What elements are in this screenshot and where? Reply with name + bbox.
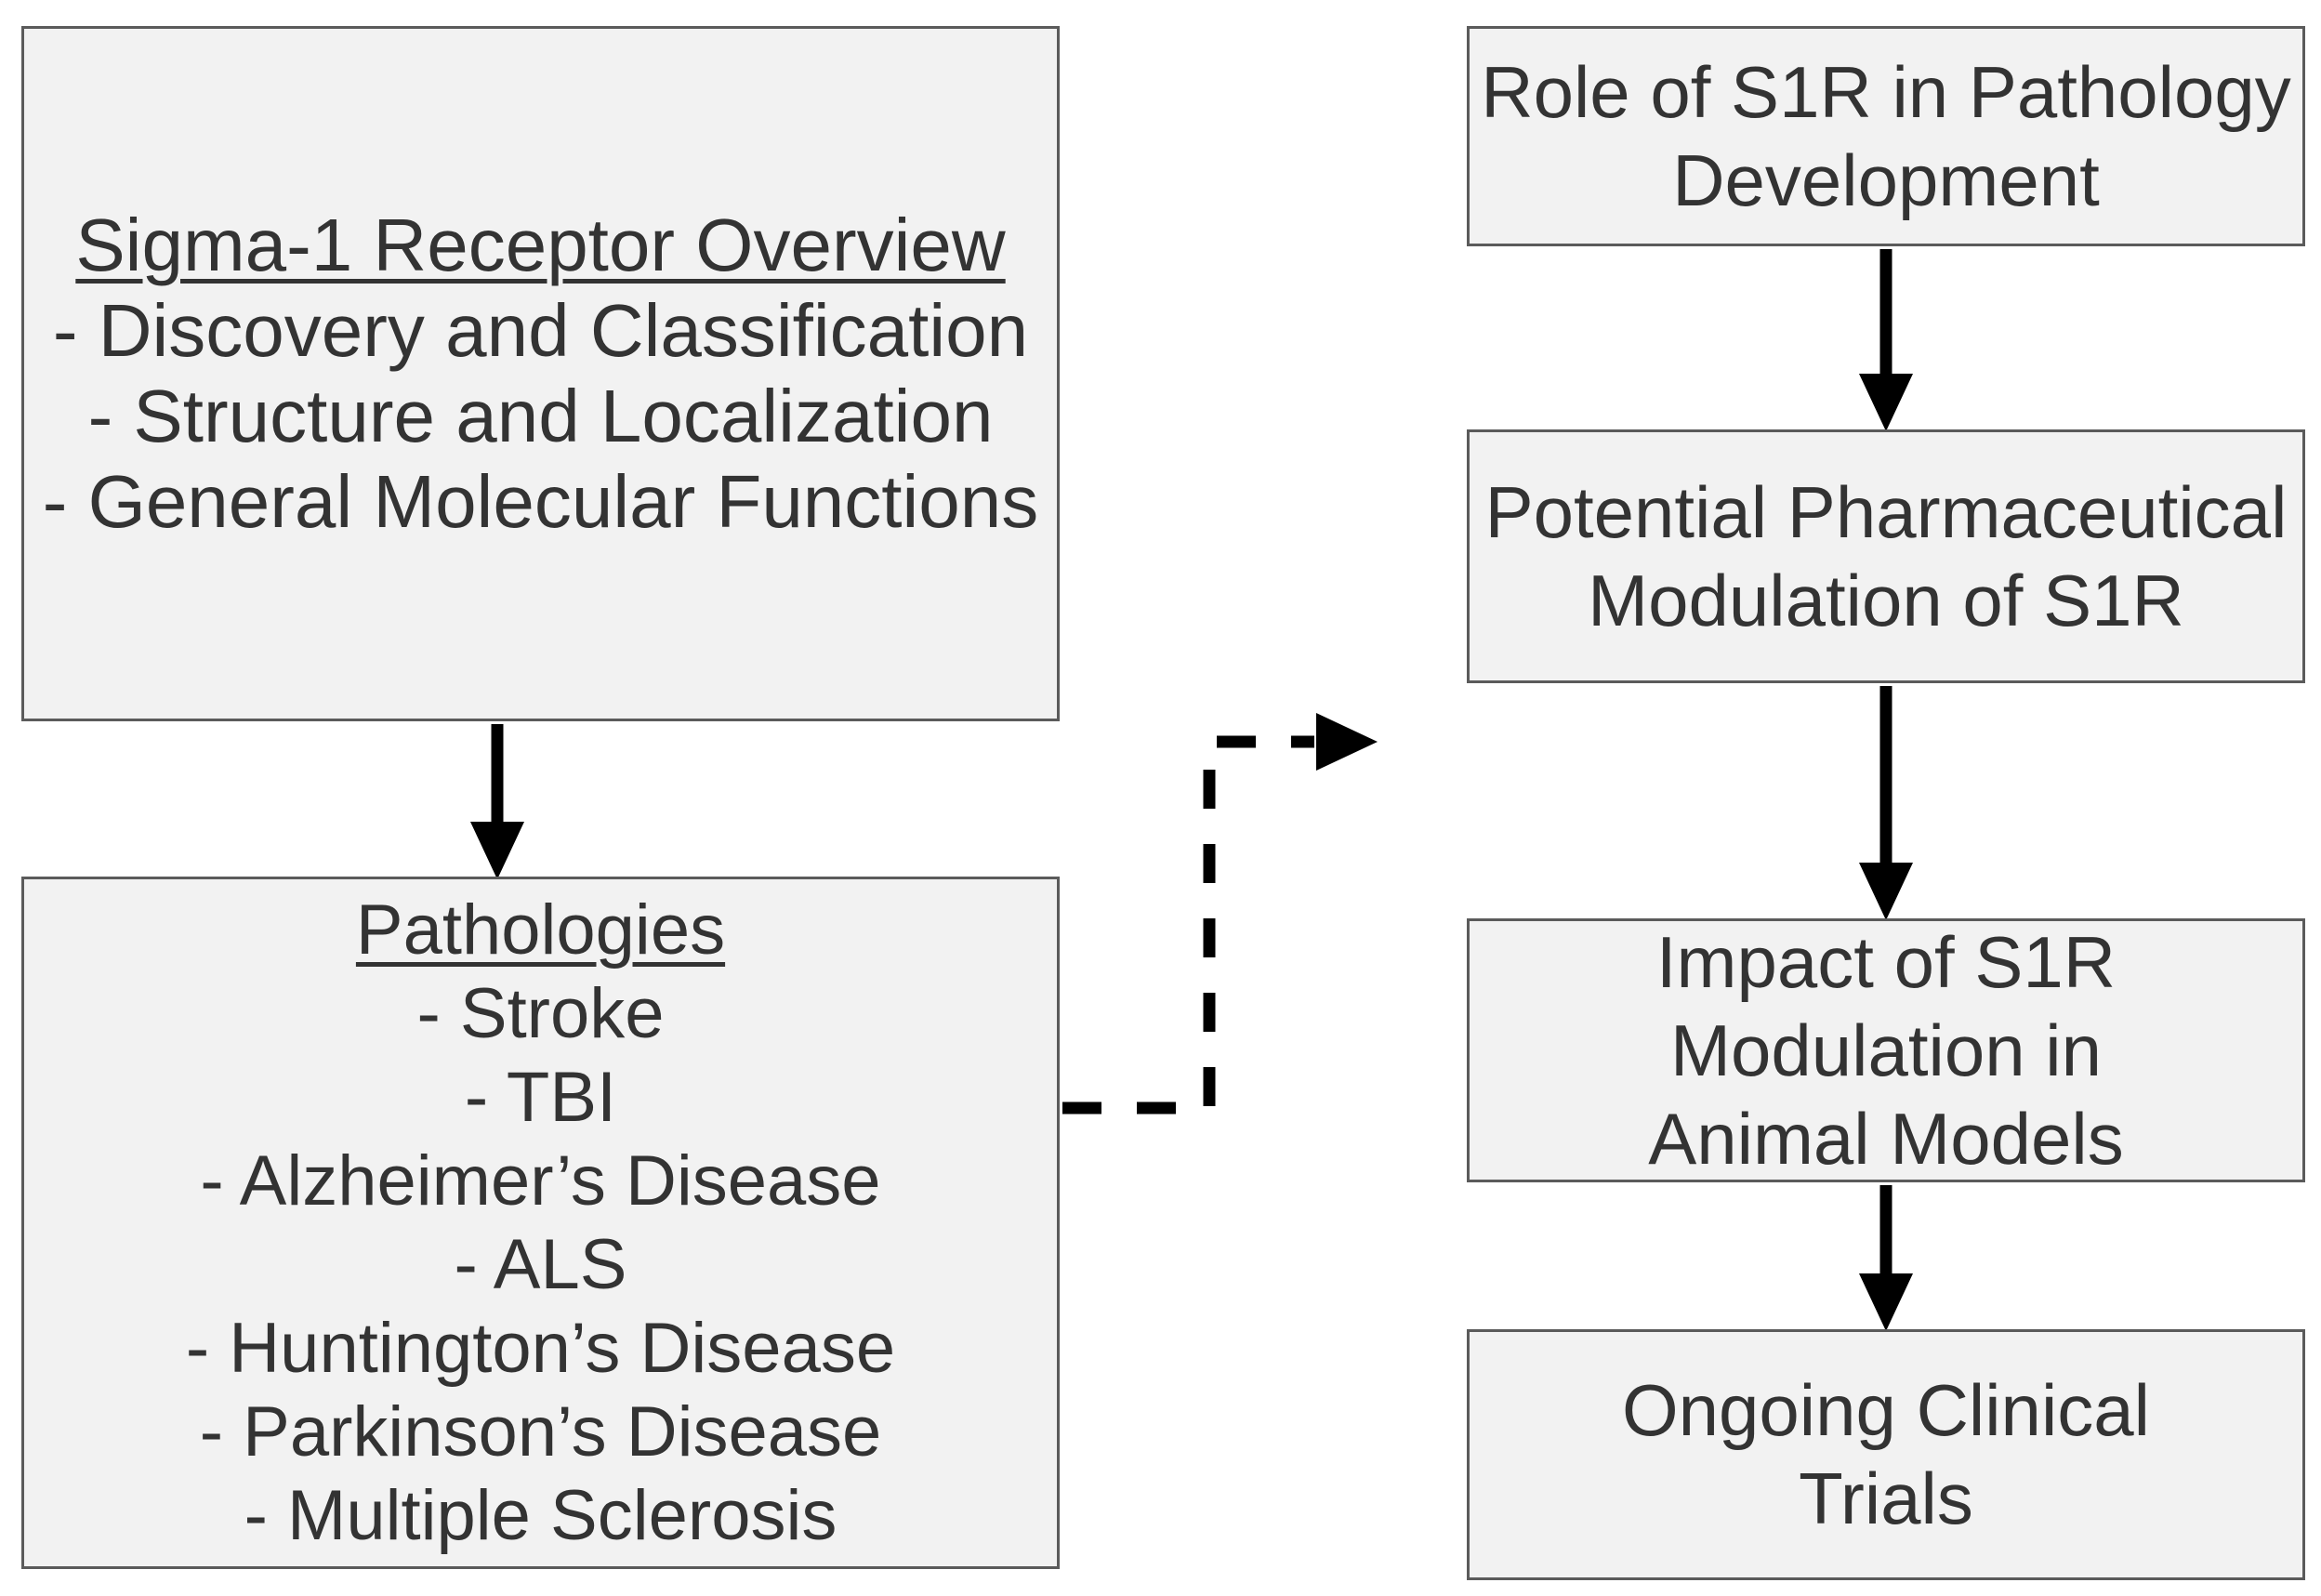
dashed-arrow-pathologies-to-right-column bbox=[1062, 713, 1378, 1115]
arrow-impact-to-trials bbox=[1859, 1185, 1913, 1331]
arrow-role-to-modulation bbox=[1859, 249, 1913, 431]
node-item: - General Molecular Functions bbox=[42, 460, 1039, 543]
node-impact-of-s1r-modulation: Impact of S1R Modulation in Animal Model… bbox=[1467, 918, 2305, 1182]
node-label-line: Impact of S1R Modulation in bbox=[1655, 920, 2117, 1091]
node-item: - TBI bbox=[464, 1057, 617, 1137]
node-label-line: Trials bbox=[1799, 1458, 1973, 1539]
node-item: - Parkinson’s Disease bbox=[199, 1392, 882, 1471]
node-pathologies: Pathologies - Stroke - TBI - Alzheimer’s… bbox=[21, 877, 1060, 1569]
node-title: Pathologies bbox=[355, 890, 726, 969]
node-title: Sigma-1 Receptor Overview bbox=[75, 204, 1006, 286]
node-item: - ALS bbox=[454, 1224, 627, 1304]
node-role-of-s1r-in-pathology-development: Role of S1R in Pathology Development bbox=[1467, 26, 2305, 246]
node-item: - Multiple Sclerosis bbox=[244, 1475, 837, 1555]
node-ongoing-clinical-trials: Ongoing Clinical Trials bbox=[1467, 1329, 2305, 1580]
node-item: - Structure and Localization bbox=[87, 375, 994, 457]
arrow-modulation-to-impact bbox=[1859, 686, 1913, 920]
node-item: - Huntington’s Disease bbox=[185, 1308, 896, 1388]
node-label-line: Modulation of S1R bbox=[1588, 559, 2184, 641]
node-label-line: Role of S1R in Pathology bbox=[1481, 50, 2291, 133]
arrow-overview-to-pathologies bbox=[470, 724, 524, 879]
node-label-line: Development bbox=[1672, 138, 2100, 221]
node-label-line: Ongoing Clinical bbox=[1622, 1369, 2150, 1451]
node-label-line: Animal Models bbox=[1648, 1097, 2124, 1180]
node-item: - Alzheimer’s Disease bbox=[200, 1141, 881, 1220]
node-label-line: Potential Pharmaceutical bbox=[1484, 470, 2288, 553]
node-item: - Discovery and Classification bbox=[52, 289, 1029, 372]
node-potential-pharmaceutical-modulation: Potential Pharmaceutical Modulation of S… bbox=[1467, 429, 2305, 683]
node-sigma1-receptor-overview: Sigma-1 Receptor Overview - Discovery an… bbox=[21, 26, 1060, 721]
node-item: - Stroke bbox=[416, 973, 665, 1053]
